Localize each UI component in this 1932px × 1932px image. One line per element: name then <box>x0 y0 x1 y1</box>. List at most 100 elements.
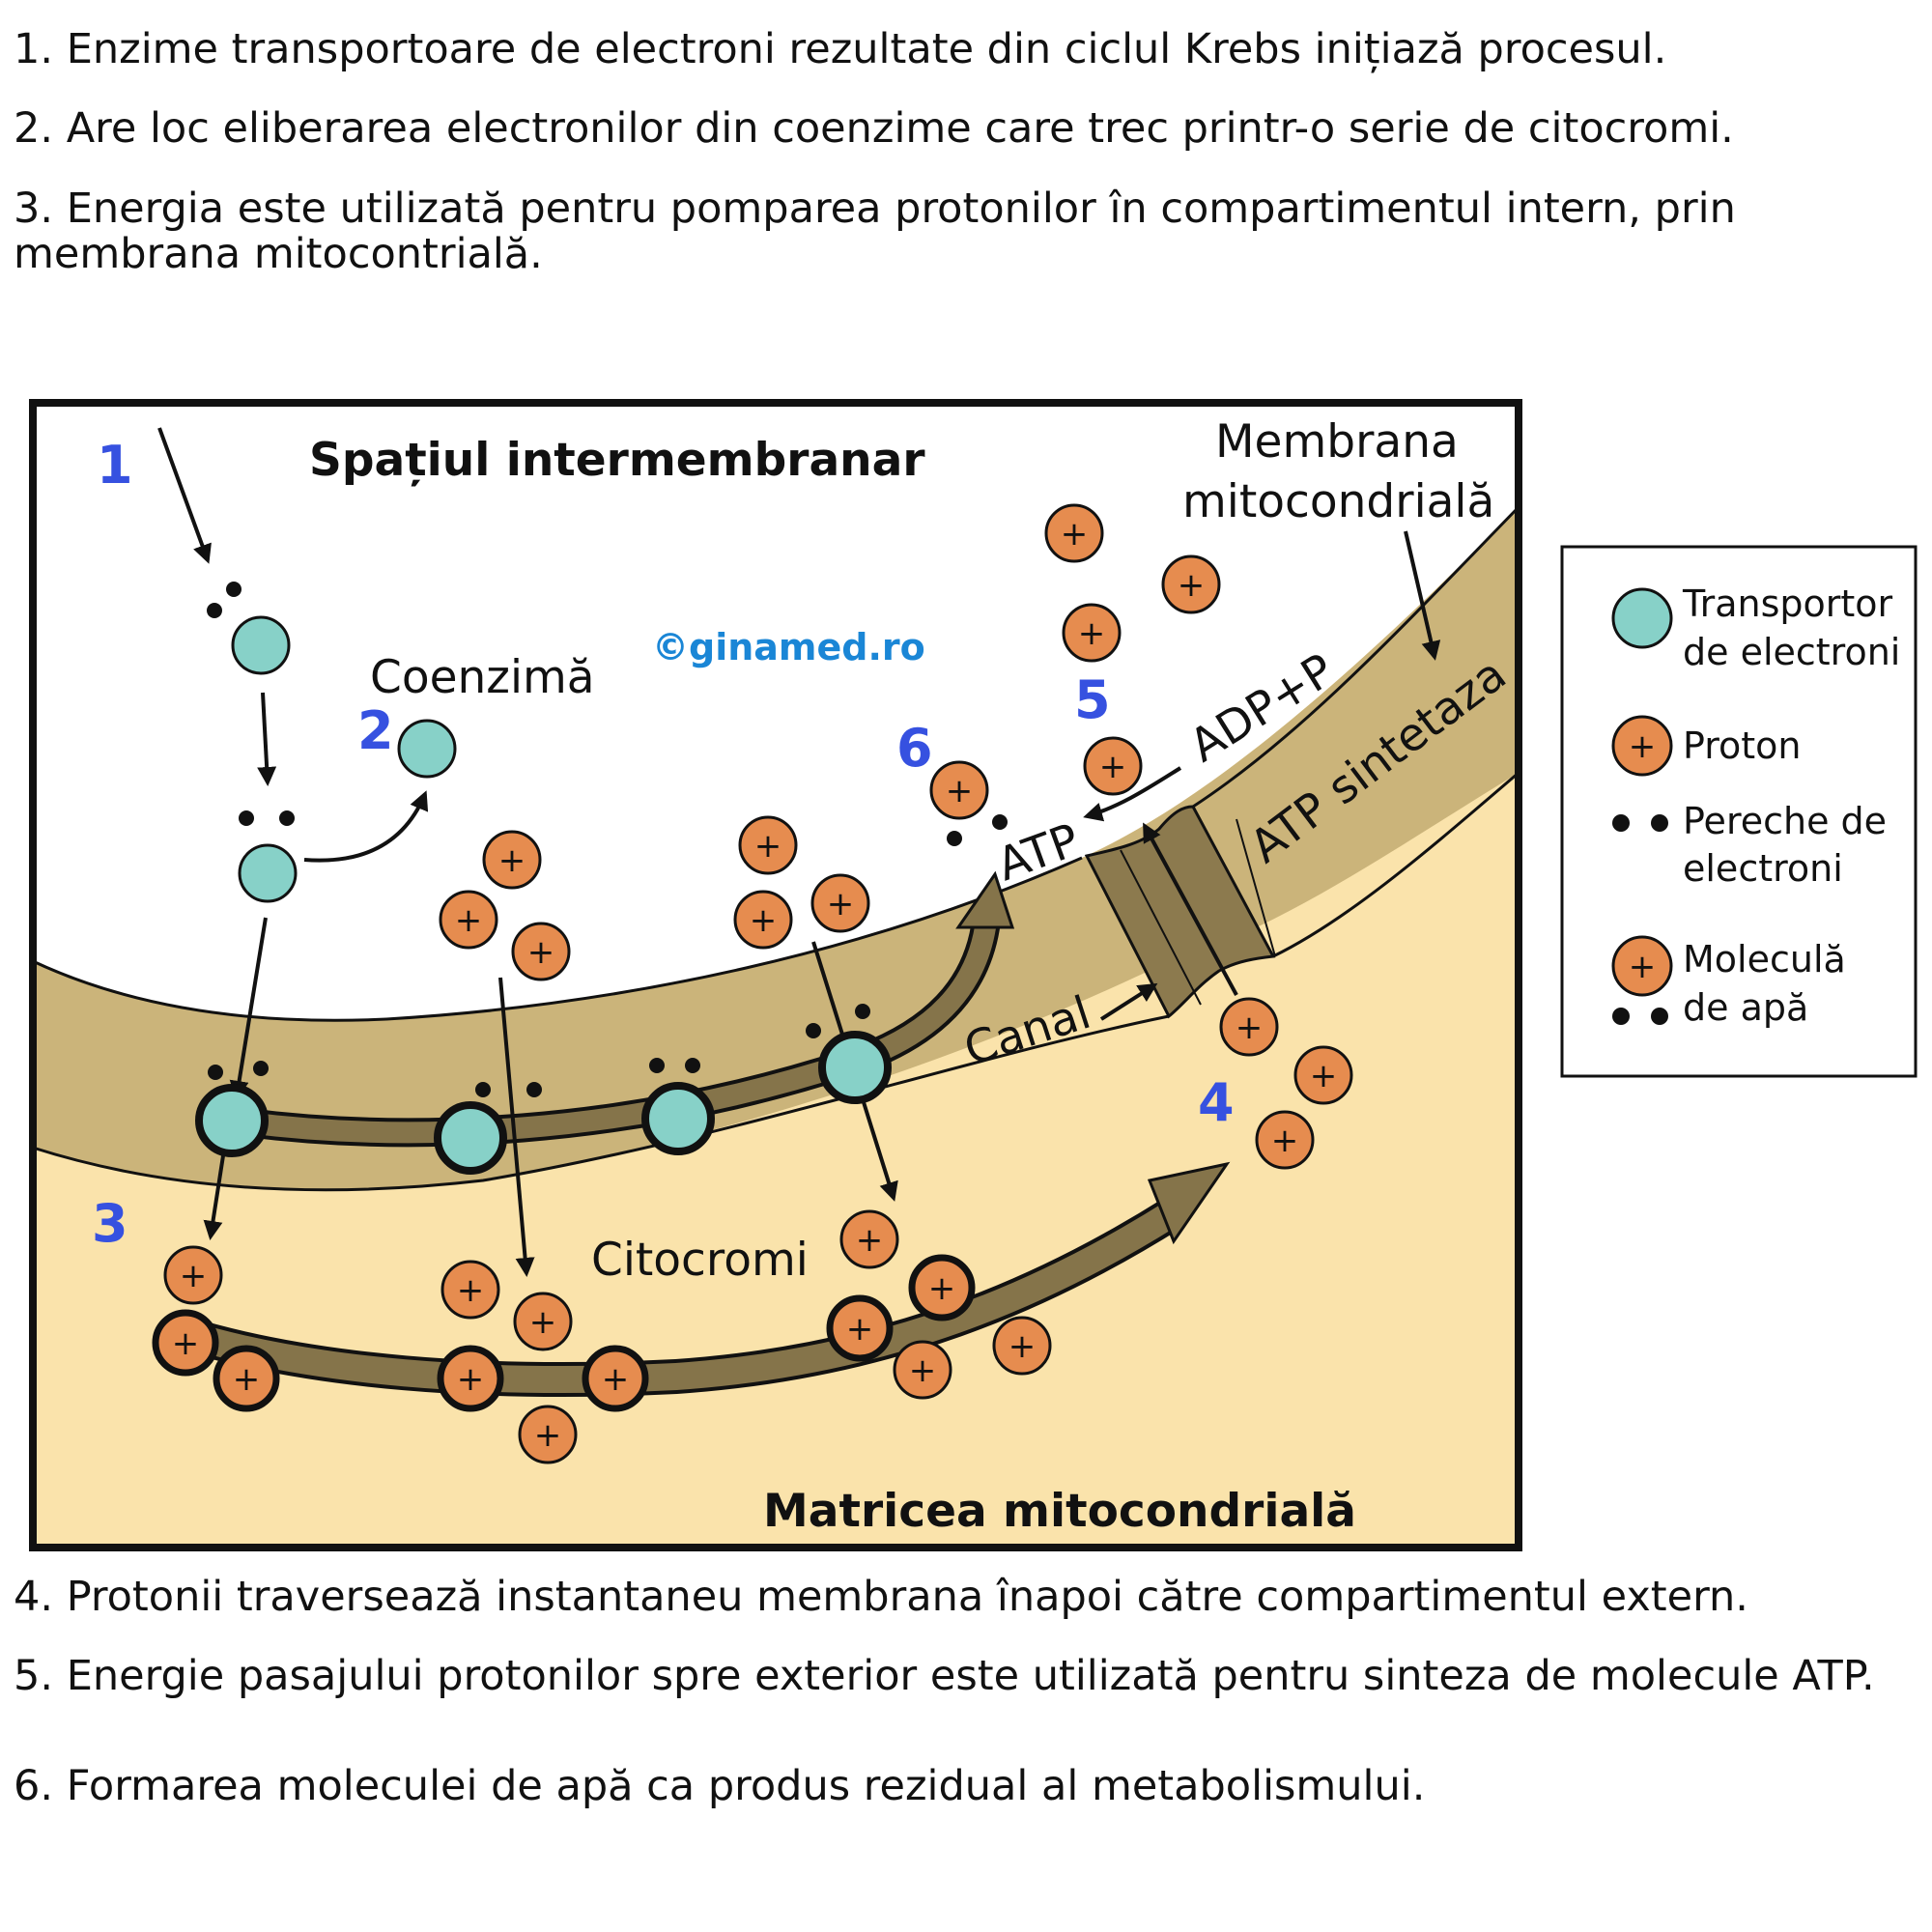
arrow-proton-return <box>1143 822 1238 996</box>
intermembrane-space-region <box>33 403 1519 1021</box>
step-number-3: 3 <box>92 1193 128 1254</box>
transporter-incoming <box>231 615 291 675</box>
proton: + <box>992 1316 1052 1376</box>
proton: + <box>839 1209 899 1269</box>
step-text-6: 6. Formarea moleculei de apă ca produs r… <box>14 1762 1426 1810</box>
proton: + <box>893 1340 952 1400</box>
atp-synthase-channel <box>1084 805 1276 1019</box>
legend-pair-line2: electroni <box>1683 847 1843 890</box>
step-text-4: 4. Protonii traversează instantaneu memb… <box>14 1573 1748 1621</box>
proton: + <box>1293 1045 1353 1105</box>
arrow-step-1 <box>157 427 212 564</box>
membrane-top-edge-right <box>1192 505 1520 809</box>
proton: + <box>908 1254 976 1321</box>
electron-flow-arrow <box>217 870 1015 1148</box>
step-text-2: 2. Are loc eliberarea electronilor din c… <box>14 104 1734 153</box>
proton: + <box>437 1345 504 1412</box>
legend-transporter-line2: de electroni <box>1683 631 1900 673</box>
matrix-label: Matricea mitocondrială <box>763 1485 1356 1538</box>
svg-text:+: + <box>1061 515 1089 554</box>
legend: Transportor de electroni + Proton Perech… <box>1560 545 1918 1078</box>
proton: + <box>152 1309 219 1377</box>
proton: + <box>511 922 571 981</box>
proton: + <box>582 1345 649 1412</box>
legend-water-line1: Moleculă <box>1683 938 1846 980</box>
proton: + <box>482 830 542 890</box>
svg-text:+: + <box>946 772 974 810</box>
svg-text:+: + <box>172 1324 200 1363</box>
transporter-released <box>238 843 298 903</box>
svg-text:+: + <box>1629 948 1657 986</box>
step-number-6: 6 <box>896 718 933 779</box>
step-number-4: 4 <box>1198 1072 1235 1133</box>
svg-text:+: + <box>909 1351 937 1390</box>
membrane-label-line2: mitocondrială <box>1182 475 1494 528</box>
coenzyme-label: Coenzimă <box>370 651 595 704</box>
svg-text:+: + <box>602 1360 630 1399</box>
legend-pair-line1: Pereche de <box>1683 800 1887 842</box>
svg-text:+: + <box>754 827 782 866</box>
legend-proton-label: Proton <box>1683 724 1802 767</box>
membrane-bottom-edge <box>32 1014 1170 1192</box>
proton-flow-arrow <box>166 1161 1231 1397</box>
proton: + <box>439 890 498 950</box>
step-text-3: 3. Energia este utilizată pentru pompare… <box>14 185 1736 278</box>
proton: + <box>810 873 870 933</box>
arrow-to-coenzyme <box>303 790 429 863</box>
svg-text:+: + <box>455 901 483 940</box>
synthase-wall <box>1236 818 1276 957</box>
svg-text:+: + <box>827 885 855 923</box>
cytochrome-2 <box>434 1101 507 1175</box>
cytochrome-1 <box>195 1084 269 1157</box>
proton: + <box>440 1260 500 1320</box>
channel-wall <box>1120 849 1202 1006</box>
svg-text:+: + <box>846 1310 874 1349</box>
svg-text:+: + <box>1236 1009 1264 1047</box>
legend-transporter-line1: Transportor <box>1682 582 1893 625</box>
svg-text:+: + <box>750 901 778 940</box>
transporters <box>195 615 892 1175</box>
proton: + <box>1219 997 1279 1057</box>
coenzyme-circle <box>397 719 457 779</box>
proton: + <box>1083 736 1143 796</box>
step-number-1: 1 <box>97 435 133 496</box>
membrane-top-edge <box>32 856 1083 1022</box>
proton: + <box>513 1292 573 1351</box>
arrow-to-transporter <box>257 692 277 786</box>
proton: + <box>929 760 989 820</box>
proton: + <box>1044 503 1104 563</box>
watermark: ©ginamed.ro <box>652 626 925 668</box>
legend-water-icon: + <box>1611 935 1673 1025</box>
svg-text:+: + <box>527 933 555 972</box>
arrow-membrane-label <box>1404 530 1441 661</box>
step-text-1: 1. Enzime transportoare de electroni rez… <box>14 25 1667 73</box>
proton: + <box>518 1405 578 1464</box>
svg-text:+: + <box>1078 614 1106 653</box>
cytochrome-3 <box>641 1082 715 1155</box>
svg-text:+: + <box>1178 566 1206 605</box>
cytochromes-label: Citocromi <box>591 1234 809 1287</box>
svg-text:+: + <box>1310 1057 1338 1095</box>
legend-electron-pair-icon <box>1612 814 1668 832</box>
step-number-5: 5 <box>1074 669 1111 730</box>
cytochrome-4 <box>818 1031 892 1104</box>
proton: + <box>1255 1110 1315 1170</box>
svg-text:+: + <box>1271 1122 1299 1160</box>
svg-text:+: + <box>1099 748 1127 786</box>
svg-text:+: + <box>1629 727 1657 766</box>
electron-pairs <box>207 582 1008 1097</box>
legend-proton-icon: + <box>1611 715 1673 777</box>
pathway-arrows <box>157 427 1441 1277</box>
arrow-adp-to-atp <box>1083 766 1182 822</box>
svg-text:+: + <box>457 1360 485 1399</box>
svg-text:+: + <box>928 1269 956 1308</box>
svg-text:+: + <box>529 1303 557 1342</box>
proton: + <box>826 1294 894 1362</box>
svg-text:+: + <box>457 1271 485 1310</box>
svg-text:+: + <box>498 841 526 880</box>
arrow-to-membrane <box>229 917 268 1100</box>
proton: + <box>738 815 798 875</box>
arrow-canal <box>1099 982 1158 1021</box>
membrane-bottom-edge-right <box>1272 771 1520 958</box>
